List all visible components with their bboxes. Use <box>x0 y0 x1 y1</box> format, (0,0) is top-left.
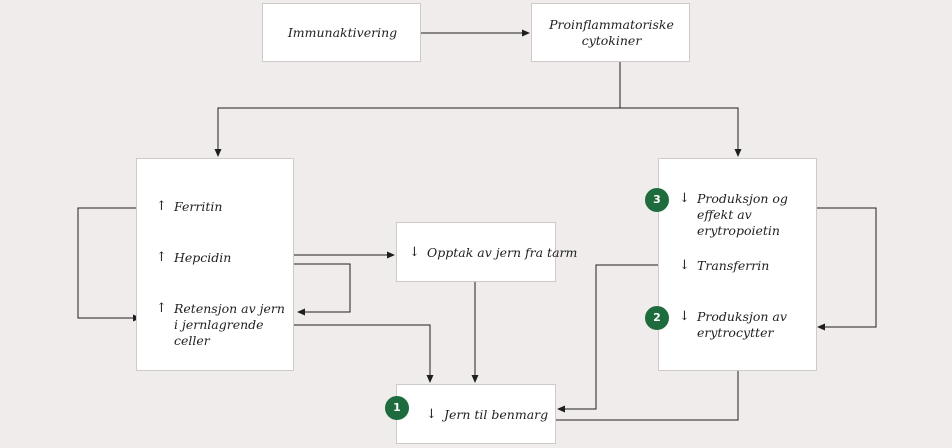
node-ferritin: Ferritin <box>174 199 223 214</box>
arrow-up-icon: ↑ <box>156 250 167 265</box>
node-opptak: Opptak av jern fra tarm <box>427 245 578 260</box>
box-jern-benmarg <box>396 384 556 444</box>
node-jern-benmarg: Jern til benmarg <box>444 407 549 422</box>
node-hepcidin: Hepcidin <box>174 250 232 265</box>
arrow-down-icon: ↓ <box>409 245 420 260</box>
node-immunaktivering: Immunaktivering <box>287 25 398 40</box>
edge-retensjon-jern <box>287 324 434 383</box>
box-immunaktivering: Immunaktivering <box>262 3 421 62</box>
node-erytrocytter: Produksjon av erytrocytter <box>697 309 787 340</box>
step-badge-2: 2 <box>645 306 669 330</box>
step-badge-3: 3 <box>645 188 669 212</box>
box-opptak <box>396 222 556 282</box>
edge-transferrin-jern <box>557 264 665 413</box>
box-right <box>658 158 817 371</box>
node-cytokiner: Proinflammatoriske cytokiner <box>549 17 674 48</box>
arrow-down-icon: ↓ <box>426 407 437 422</box>
node-retensjon: Retensjon av jern i jernlagrende celler <box>174 301 285 348</box>
edge-hepcidin-retensjon <box>258 263 351 316</box>
box-left <box>136 158 294 371</box>
arrow-down-icon: ↓ <box>679 309 690 324</box>
node-erytropoietin: Produksjon og effekt av erytropoietin <box>697 191 788 238</box>
step-badge-1: 1 <box>385 396 409 420</box>
edge-jern-erytrocytter <box>556 361 742 421</box>
edge-cytokiner-right <box>620 107 742 157</box>
node-transferrin: Transferrin <box>697 258 770 273</box>
arrow-down-icon: ↓ <box>679 191 690 206</box>
edge-cytokiner-split <box>214 62 621 157</box>
arrow-down-icon: ↓ <box>679 258 690 273</box>
edge-ferritin-retensjon <box>77 207 147 322</box>
arrow-up-icon: ↑ <box>156 199 167 214</box>
box-cytokiner: Proinflammatoriske cytokiner <box>531 3 690 62</box>
edge-epo-erytrocytter <box>808 207 877 331</box>
arrow-up-icon: ↑ <box>156 301 167 316</box>
